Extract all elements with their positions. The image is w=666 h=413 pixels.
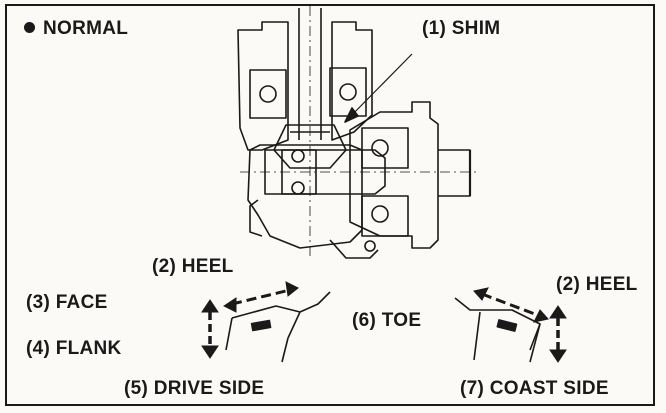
lower-bracket-left [249, 199, 263, 237]
bearing-ball-left [259, 85, 277, 103]
coast-tooth-right [529, 323, 541, 363]
gear-housing [247, 144, 363, 249]
right-bearing-top [361, 127, 409, 169]
lower-bolt [364, 240, 376, 252]
right-bearing-bottom [361, 195, 409, 237]
drive-tooth-heel-edge [299, 291, 331, 313]
output-shaft [264, 149, 386, 195]
label-flank: (4) FLANK [26, 338, 122, 359]
label-heel-left: (2) HEEL [152, 256, 234, 277]
drive-tooth-left [225, 317, 233, 351]
label-coast-side: (7) COAST SIDE [460, 378, 609, 399]
shim-arrowhead [344, 107, 359, 123]
arrow-up-down-icon [201, 299, 219, 359]
double-arrow-icon [473, 287, 549, 323]
drive-contact-pattern [250, 319, 272, 332]
title: NORMAL [24, 18, 128, 40]
right-bearing-ball-bottom [371, 205, 389, 223]
upper-bearing-left [249, 69, 287, 119]
upper-housing-left [237, 21, 289, 151]
center-bearing-ball-top [291, 149, 305, 163]
title-text: NORMAL [43, 18, 129, 39]
label-face: (3) FACE [26, 292, 108, 313]
flange [438, 149, 471, 197]
drive-tooth-top [231, 305, 301, 339]
lower-bracket [329, 239, 379, 259]
upper-bearing-right [329, 67, 367, 117]
label-heel-right: (2) HEEL [556, 274, 638, 295]
coast-contact-pattern [496, 319, 518, 332]
center-bearing-ball-bottom [291, 181, 305, 195]
bullet-icon [24, 22, 35, 33]
label-toe: (6) TOE [352, 310, 422, 331]
shim-leader-line [344, 53, 413, 123]
upper-housing-right [331, 21, 373, 141]
label-drive-side: (5) DRIVE SIDE [124, 378, 265, 399]
drive-tooth-right [281, 337, 289, 363]
coast-tooth-left [473, 311, 481, 361]
double-arrow-icon [223, 281, 299, 313]
coast-tooth-top [454, 297, 541, 351]
label-shim: (1) SHIM [422, 18, 501, 39]
right-bearing-ball-top [371, 139, 389, 157]
bearing-ball-right [339, 83, 357, 101]
arrow-up-down-icon [549, 305, 567, 363]
